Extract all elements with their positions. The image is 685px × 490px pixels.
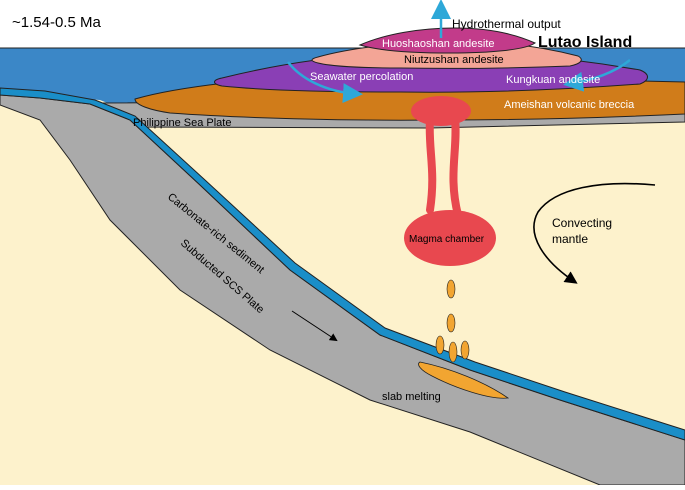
- melt-droplet: [460, 340, 470, 360]
- melt-droplet: [446, 279, 456, 299]
- melt-droplet: [435, 335, 445, 355]
- hydrothermal-label: Hydrothermal output: [452, 17, 561, 31]
- seawater-arrow-left: [287, 61, 363, 104]
- magma-chamber: [404, 210, 496, 266]
- age-label: ~1.54-0.5 Ma: [12, 14, 101, 31]
- slab-melt-lens: [418, 361, 510, 399]
- huoshaoshan-andesite: [358, 27, 537, 54]
- convecting-mantle-arrow: [533, 182, 656, 284]
- melt-droplet: [448, 341, 458, 363]
- magma-chamber-label: Magma chamber: [409, 234, 485, 245]
- magma-conduit-right: [449, 114, 462, 219]
- island-name-label: Lutao Island: [538, 34, 632, 51]
- niutzushan-label: Niutzushan andesite: [404, 54, 504, 66]
- huoshaoshan-label: Huoshaoshan andesite: [382, 38, 495, 50]
- magma-conduit-left: [425, 114, 437, 214]
- subduction-direction-arrow: [291, 310, 338, 342]
- philippine-plate-label: Philippine Sea Plate: [133, 117, 231, 129]
- kungkuan-label: Kungkuan andesite: [506, 74, 600, 86]
- convecting-label-line1: Convecting: [552, 216, 612, 230]
- seawater-arrow-right: [563, 59, 631, 92]
- melt-droplet: [446, 313, 456, 333]
- convecting-label-line2: mantle: [552, 232, 588, 246]
- sky: [0, 0, 685, 48]
- ameishan-label: Ameishan volcanic breccia: [504, 99, 635, 111]
- upper-magma-reservoir: [411, 96, 471, 126]
- slab-melting-label: slab melting: [382, 391, 441, 403]
- carbonate-sediment-layer: [0, 87, 685, 441]
- seawater-label: Seawater percolation: [310, 71, 413, 83]
